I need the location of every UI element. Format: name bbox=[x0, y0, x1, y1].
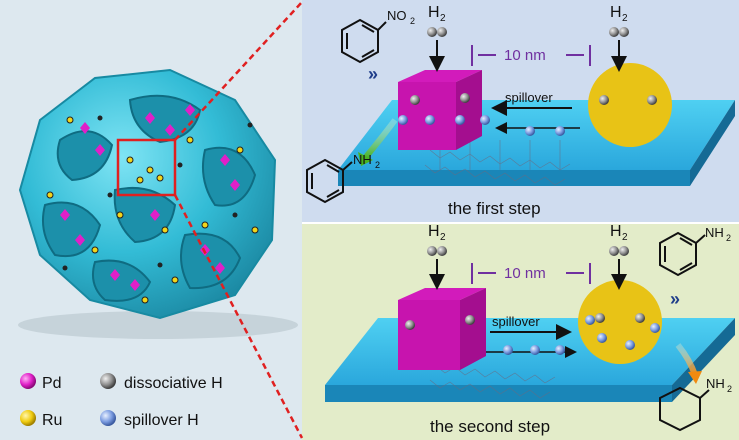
svg-text:»: » bbox=[670, 289, 680, 309]
step2-aniline bbox=[659, 231, 706, 277]
step2-pd-cube bbox=[398, 288, 486, 370]
zoom-callout-box bbox=[116, 138, 177, 197]
legend-dissociative-h-label: dissociative H bbox=[124, 375, 223, 392]
step1-h2-right-molecule bbox=[609, 27, 629, 37]
step2-h2-right-label: H bbox=[610, 223, 622, 240]
step2-h2-left-label: H bbox=[428, 223, 440, 240]
step1-spillover-label: spillover bbox=[505, 90, 553, 105]
step1-nitrobenzene bbox=[341, 18, 387, 64]
step2-ru-cluster bbox=[578, 280, 662, 364]
zoom-callout-line-bottom bbox=[173, 194, 304, 439]
step2-aniline-label: NH bbox=[705, 225, 724, 240]
step2-cyclohexylamine-sub: 2 bbox=[727, 384, 732, 394]
step1-support-slab bbox=[338, 100, 735, 170]
step1-scene: » bbox=[306, 18, 735, 204]
step2-h2-left-sub: 2 bbox=[440, 232, 446, 243]
step1-h2-left-molecule bbox=[427, 27, 447, 37]
step1-h2-right-label: H bbox=[610, 4, 622, 21]
legend-spillover-h-label: spillover H bbox=[124, 412, 199, 429]
step2-cyclohexylamine-label: NH bbox=[706, 376, 725, 391]
step1-aniline bbox=[306, 158, 353, 204]
zoom-callout-line-top bbox=[174, 1, 303, 141]
step1-nitro-sub: 2 bbox=[410, 16, 415, 26]
step1-pd-cube bbox=[398, 70, 482, 150]
step1-nitro-label: NO bbox=[387, 8, 407, 23]
legend: Pd Ru dissociative H spillover H bbox=[20, 373, 223, 429]
step1-reaction-arrow bbox=[362, 118, 398, 160]
legend-dissociative-h-marker bbox=[100, 373, 116, 389]
legend-ru-marker bbox=[20, 410, 36, 426]
step1-distance-label: 10 nm bbox=[504, 47, 546, 64]
step2-h2-left-molecule bbox=[427, 246, 447, 256]
legend-ru-label: Ru bbox=[42, 412, 62, 429]
step1-amine-label: NH bbox=[353, 152, 372, 167]
step1-caption: the first step bbox=[448, 199, 541, 218]
step1-amine-sub: 2 bbox=[375, 160, 380, 170]
step2-h2-right-sub: 2 bbox=[622, 232, 628, 243]
step2-scene: » bbox=[325, 231, 735, 432]
step2-caption: the second step bbox=[430, 417, 550, 436]
step2-cyclohexylamine bbox=[659, 386, 710, 432]
step1-h2-left-sub: 2 bbox=[440, 13, 446, 24]
step2-aniline-sub: 2 bbox=[726, 233, 731, 243]
step1-ru-cluster bbox=[588, 63, 672, 147]
step1-h2-right-sub: 2 bbox=[622, 13, 628, 24]
legend-spillover-h-marker bbox=[100, 410, 116, 426]
step2-spillover-label: spillover bbox=[492, 314, 540, 329]
step1-h2-left-label: H bbox=[428, 4, 440, 21]
step2-h2-right-molecule bbox=[609, 246, 629, 256]
legend-pd-label: Pd bbox=[42, 375, 62, 392]
svg-text:»: » bbox=[368, 64, 378, 84]
legend-pd-marker bbox=[20, 373, 36, 389]
step2-distance-label: 10 nm bbox=[504, 265, 546, 282]
